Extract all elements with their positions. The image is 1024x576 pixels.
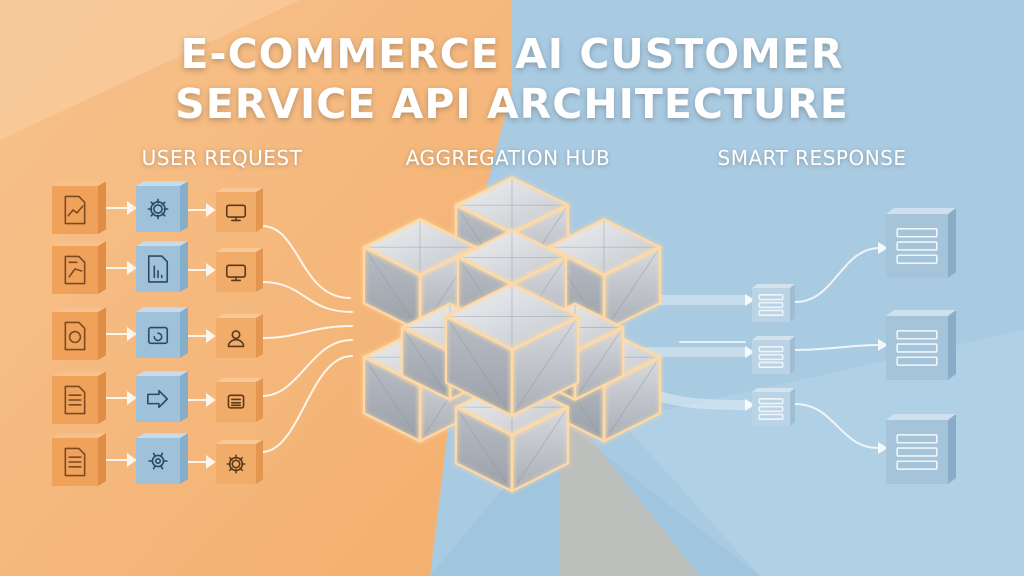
monitor-icon xyxy=(225,204,247,222)
request-connectors xyxy=(261,225,353,453)
user-request-label: USER REQUEST xyxy=(141,146,303,170)
request-source-block xyxy=(52,307,106,360)
form-card-icon xyxy=(896,228,938,264)
form-card-icon xyxy=(896,434,938,470)
request-row xyxy=(52,241,263,294)
page-title-line-2: SERVICE API ARCHITECTURE xyxy=(175,80,849,128)
routing-card xyxy=(752,388,795,426)
return-package-icon xyxy=(147,326,169,345)
request-process-block xyxy=(136,371,188,422)
page-title-line-1: E-COMMERCE AI CUSTOMER xyxy=(180,30,844,78)
response-arrowheads xyxy=(745,242,888,454)
row-arrows xyxy=(104,327,216,343)
refund-document-icon xyxy=(64,321,86,351)
aggregation-hub-label: AGGREGATION HUB xyxy=(405,146,611,170)
form-card-icon xyxy=(758,294,784,316)
request-source-block xyxy=(52,241,106,294)
hub-cube-segment xyxy=(444,282,580,417)
routing-cards xyxy=(752,284,795,426)
request-source-block xyxy=(52,433,106,486)
request-column xyxy=(52,181,263,486)
monitor-icon xyxy=(225,264,247,282)
form-card-icon xyxy=(758,346,784,368)
request-endpoint-block xyxy=(216,247,263,292)
user-icon xyxy=(227,330,245,348)
aggregation-hub-cube xyxy=(362,176,662,493)
request-endpoint-block xyxy=(216,313,263,358)
smart-response-label: SMART RESPONSE xyxy=(717,146,907,170)
request-process-block xyxy=(136,307,188,358)
request-row xyxy=(52,181,263,234)
message-icon xyxy=(227,394,245,409)
report-document-icon xyxy=(147,255,169,283)
request-source-block xyxy=(52,371,106,424)
response-card xyxy=(886,310,956,380)
trend-document-icon xyxy=(64,255,86,285)
routing-card xyxy=(752,336,795,374)
gear-icon xyxy=(147,198,169,220)
request-process-block xyxy=(136,241,188,292)
document-icon xyxy=(64,385,86,415)
form-card-icon xyxy=(758,398,784,420)
request-endpoint-block xyxy=(216,377,263,422)
request-row xyxy=(52,307,263,360)
request-process-block xyxy=(136,181,188,232)
response-card xyxy=(886,208,956,278)
row-arrows xyxy=(104,261,216,277)
response-card xyxy=(886,414,956,484)
request-source-block xyxy=(52,181,106,234)
response-column xyxy=(886,208,956,484)
row-arrows xyxy=(104,453,216,469)
row-arrows xyxy=(104,201,216,217)
chart-document-icon xyxy=(64,195,86,225)
gear-icon xyxy=(226,454,246,474)
request-row xyxy=(52,371,263,424)
settings-sync-icon xyxy=(148,452,168,470)
document-icon xyxy=(64,447,86,477)
form-card-icon xyxy=(896,330,938,366)
request-endpoint-block xyxy=(216,439,263,484)
routing-card xyxy=(752,284,795,322)
forward-arrow-icon xyxy=(147,389,169,409)
request-row xyxy=(52,433,263,486)
request-endpoint-block xyxy=(216,187,263,232)
request-process-block xyxy=(136,433,188,484)
